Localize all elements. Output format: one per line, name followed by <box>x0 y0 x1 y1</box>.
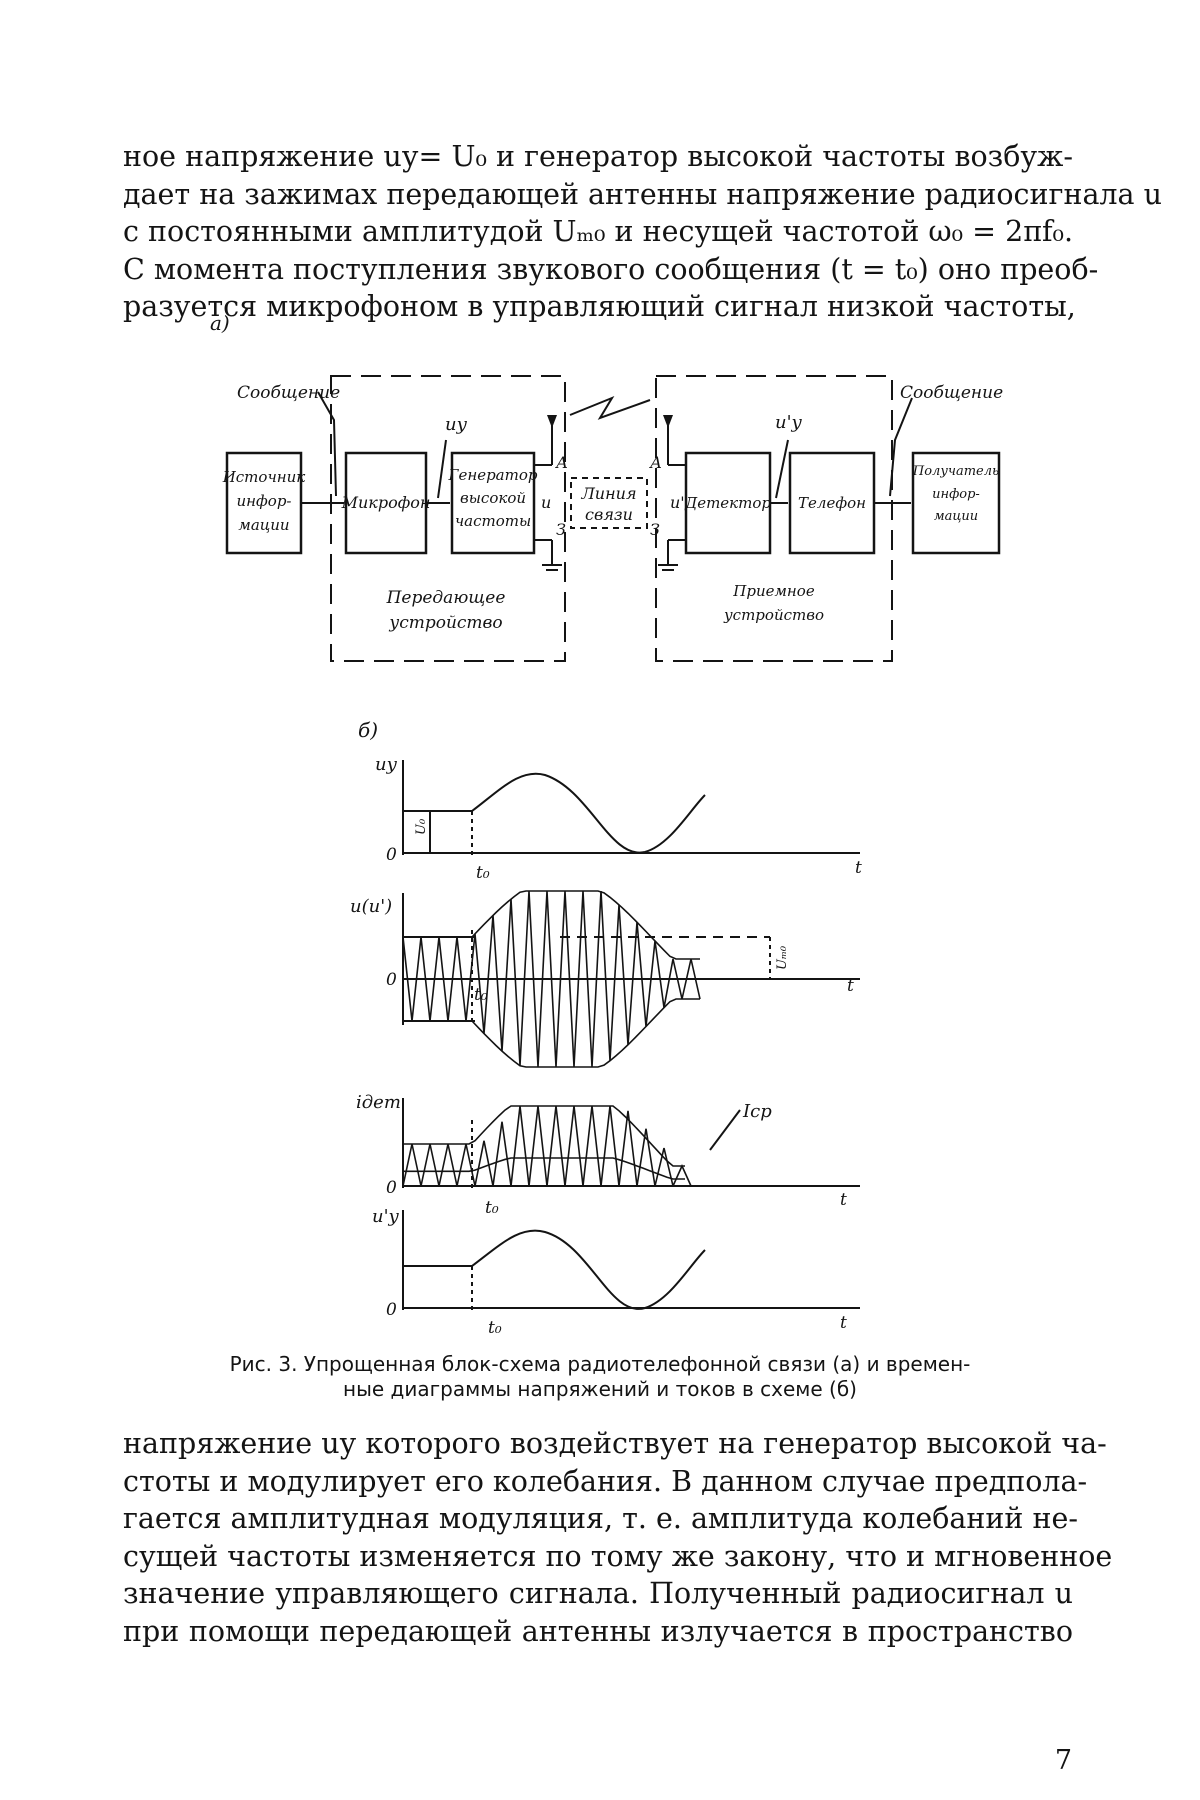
receiver-label-2: устройство <box>723 606 824 624</box>
zero-label-4: 0 <box>386 1300 397 1320</box>
u-prime-label: u' <box>670 493 685 512</box>
antenna-a-label-tx: А <box>555 453 568 472</box>
uy-label: uу <box>445 414 468 435</box>
zero-label-1: 0 <box>386 845 397 865</box>
uy-axis-label: uу <box>375 754 398 775</box>
text-line: гается амплитудная модуляция, т. е. ампл… <box>123 1500 1073 1538</box>
u-axis-label: u(u') <box>350 896 392 917</box>
t-label-3: t <box>840 1190 847 1210</box>
sink-label-3: мации <box>934 509 978 524</box>
t0-label-2: t₀ <box>474 985 488 1005</box>
uy-prime-label: u'у <box>775 412 803 433</box>
caption-line-2: ные диаграммы напряжений и токов в схеме… <box>160 1377 1040 1402</box>
idet-pulses <box>403 1106 691 1186</box>
receiver-label-1: Приемное <box>732 582 815 600</box>
sink-label-1: Получатель <box>912 464 999 479</box>
panel-a-label: а) <box>210 311 230 335</box>
figure-caption: Рис. 3. Упрощенная блок-схема радиотелеф… <box>160 1352 1040 1402</box>
zero-label-3: 0 <box>386 1178 397 1198</box>
transmitter-label-1: Передающее <box>386 588 506 608</box>
t0-label-4: t₀ <box>488 1318 502 1338</box>
t-label-1: t <box>855 858 862 878</box>
text-line: значение управляющего сигнала. Полученны… <box>123 1575 1073 1613</box>
text-line: напряжение uу которого воздействует на г… <box>123 1425 1073 1463</box>
generator-label-3: частоты <box>455 512 531 530</box>
generator-label-2: высокой <box>460 489 526 507</box>
icp-label: Iср <box>742 1101 772 1122</box>
telephone-label: Телефон <box>798 494 866 512</box>
message-in-label: Сообщение <box>237 383 340 403</box>
text-line: стоты и модулирует его колебания. В данн… <box>123 1463 1073 1501</box>
page-number: 7 <box>1055 1745 1072 1776</box>
channel-label-2: связи <box>585 505 633 524</box>
transmitter-label-2: устройство <box>388 613 502 633</box>
zero-label-2: 0 <box>386 970 397 990</box>
uy-curve <box>472 774 705 853</box>
sink-label-2: инфор- <box>932 487 980 502</box>
source-label-2: инфор- <box>237 492 292 510</box>
u0-label: U₀ <box>414 818 429 835</box>
generator-label-1: Генератор <box>448 466 538 484</box>
source-label-1: Источник <box>222 468 306 486</box>
u-envelope-bottom <box>472 999 700 1067</box>
message-out-label: Сообщение <box>900 383 1003 403</box>
t0-label-1: t₀ <box>476 863 490 883</box>
text-line: сущей частоты изменяется по тому же зако… <box>123 1538 1073 1576</box>
t-label-2: t <box>847 976 854 996</box>
text-line: при помощи передающей антенны излучается… <box>123 1613 1073 1651</box>
paragraph-bottom: напряжение uу которого воздействует на г… <box>123 1425 1073 1650</box>
idet-axis-label: iдет <box>356 1092 401 1113</box>
detector-label: Детектор <box>684 494 771 512</box>
source-label-3: мации <box>238 516 289 534</box>
ground-z-label-tx: З <box>556 520 566 539</box>
uy-prime-axis-label: u'у <box>372 1206 400 1227</box>
um0-label: Uₘ₀ <box>775 945 790 970</box>
caption-line-1: Рис. 3. Упрощенная блок-схема радиотелеф… <box>160 1352 1040 1377</box>
t0-label-3: t₀ <box>485 1198 499 1218</box>
channel-label-1: Линия <box>580 484 636 503</box>
microphone-label: Микрофон <box>341 493 431 512</box>
t-label-4: t <box>840 1313 847 1333</box>
ground-z-label-rx: З <box>650 520 660 539</box>
u-label: u <box>541 493 551 512</box>
uy-prime-curve <box>472 1231 705 1309</box>
antenna-a-label-rx: А <box>649 453 662 472</box>
panel-b-label: б) <box>358 718 378 742</box>
